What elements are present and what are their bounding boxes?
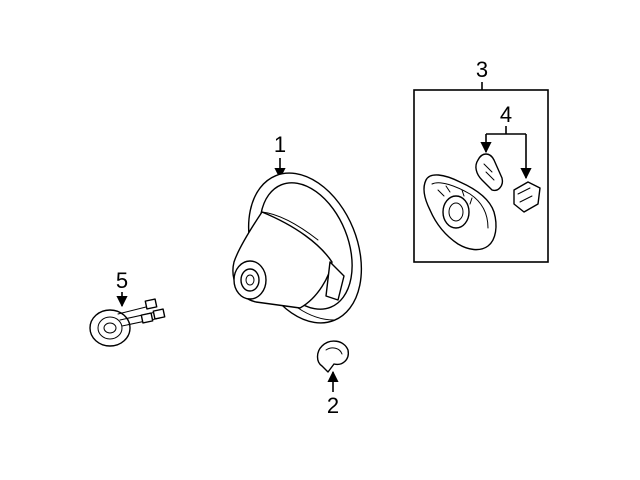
callout-label-5: 5 [116, 268, 128, 293]
cover-part [316, 340, 349, 373]
callout-label-1: 1 [274, 132, 286, 157]
callout-label-2: 2 [327, 393, 339, 418]
airbag-assembly-box [413, 89, 549, 263]
airbag-module [423, 174, 497, 251]
steering-wheel [232, 172, 363, 324]
switch-right [513, 181, 541, 213]
switch-left [475, 153, 504, 192]
callout-label-3: 3 [476, 57, 488, 82]
callout-label-4: 4 [500, 102, 512, 127]
clockspring [89, 298, 166, 347]
